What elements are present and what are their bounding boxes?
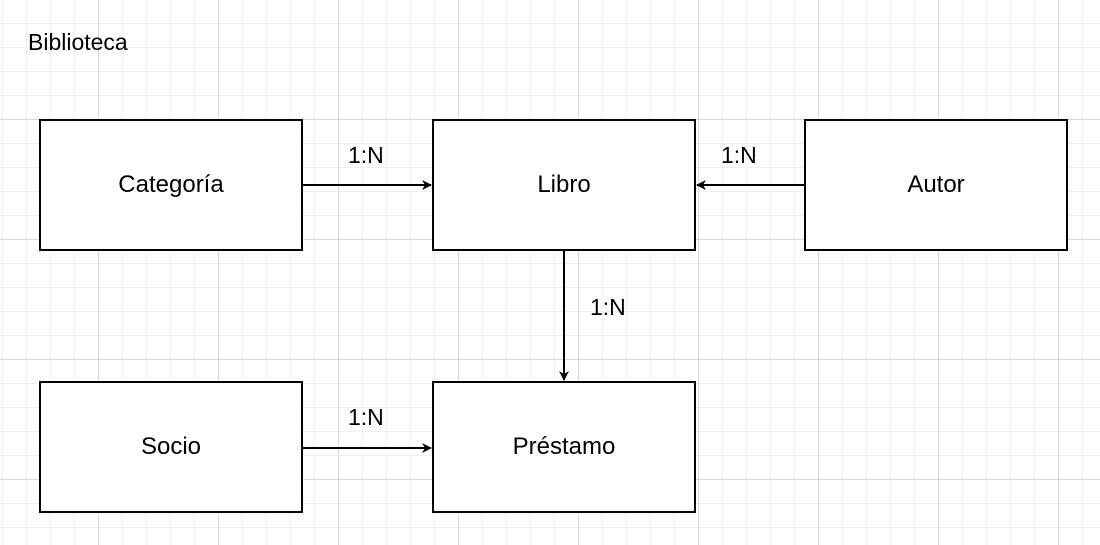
cardinality-label: 1:N xyxy=(721,142,757,168)
entity-socio[interactable]: Socio xyxy=(39,381,303,513)
cardinality-label: 1:N xyxy=(348,404,384,430)
cardinality-label: 1:N xyxy=(348,142,384,168)
entity-prestamo[interactable]: Préstamo xyxy=(432,381,696,513)
diagram-title: Biblioteca xyxy=(28,29,128,55)
entity-label: Autor xyxy=(907,171,965,198)
cardinality-label: 1:N xyxy=(590,294,626,320)
entity-autor[interactable]: Autor xyxy=(804,119,1068,251)
entity-label: Categoría xyxy=(118,171,224,198)
entity-categoria[interactable]: Categoría xyxy=(39,119,303,251)
entity-label: Préstamo xyxy=(512,433,616,460)
entity-label: Libro xyxy=(537,171,591,198)
entity-libro[interactable]: Libro xyxy=(432,119,696,251)
entity-label: Socio xyxy=(140,433,202,460)
